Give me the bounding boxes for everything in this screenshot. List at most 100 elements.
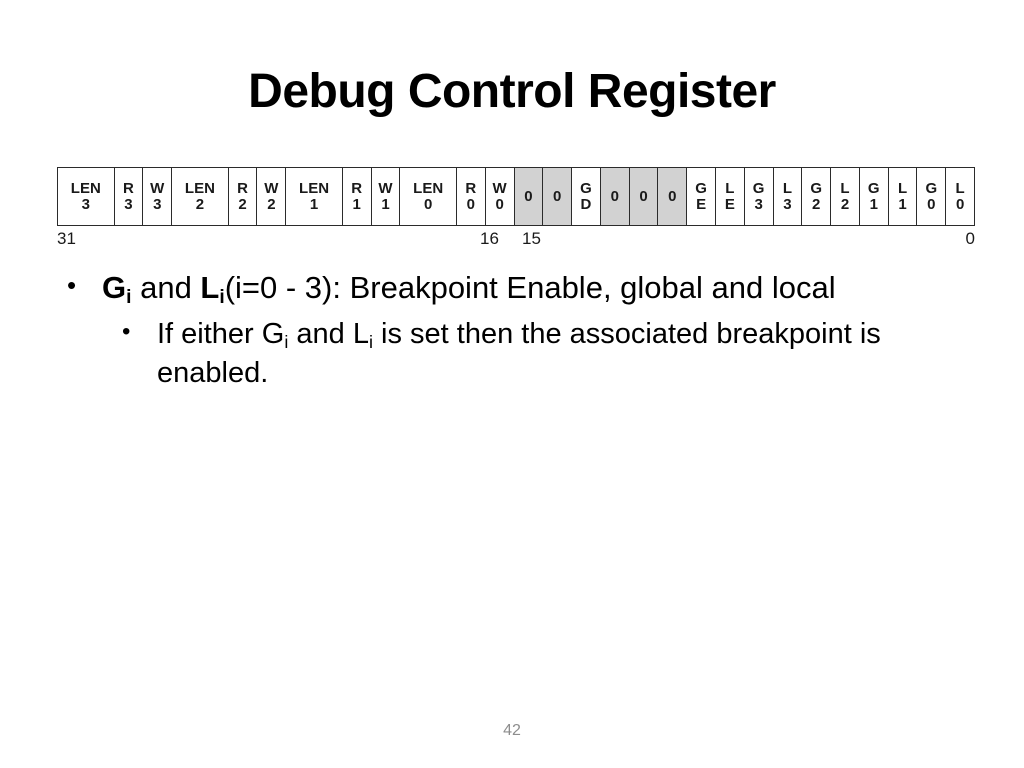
bit-index-0: 0 bbox=[965, 229, 975, 248]
bit-index-16: 16 bbox=[480, 229, 499, 248]
bitfield-0-16: 0 bbox=[629, 168, 659, 225]
bitfield-label-secondary: 0 bbox=[927, 195, 936, 213]
bitfield-label-secondary: 3 bbox=[783, 195, 792, 213]
bitfield-label-secondary: 0 bbox=[466, 195, 475, 213]
bullet-l1-sub-i-2: i bbox=[219, 287, 225, 309]
bitfield-0-13: 0 bbox=[543, 168, 573, 225]
bullet-marker-icon: • bbox=[122, 317, 131, 345]
bitfield-label-primary: L bbox=[725, 180, 735, 198]
bullet-l2-sub-i-2: i bbox=[368, 331, 373, 352]
page-title: Debug Control Register bbox=[248, 65, 776, 118]
bitfield-label-primary: L bbox=[897, 180, 908, 198]
bullet-l1-mid: and bbox=[131, 270, 201, 305]
bitfield-label-secondary: E bbox=[696, 195, 707, 213]
bullet-l1-rest: (i=0 - 3): Breakpoint Enable, global and… bbox=[224, 270, 836, 305]
bullet-l2-part3: is set then the associated breakpoint is… bbox=[157, 317, 881, 390]
bitfield-label-primary: G bbox=[695, 180, 707, 198]
bitfield-label-secondary: 0 bbox=[423, 195, 433, 213]
bitfield-label-primary: LEN bbox=[299, 180, 330, 198]
bitfield-label-primary: L bbox=[840, 180, 850, 198]
bitfield-label-secondary: 3 bbox=[124, 195, 133, 213]
bitfield-label-secondary: 1 bbox=[898, 195, 907, 213]
bit-index-ruler: 31 16 15 0 bbox=[57, 229, 975, 255]
bitfield-label-primary: L bbox=[955, 180, 965, 198]
bitfield-label-primary: G bbox=[810, 180, 823, 198]
bullet-level1-text: Gi and Li(i=0 - 3): Breakpoint Enable, g… bbox=[102, 270, 836, 309]
bitfield-label-secondary: 3 bbox=[754, 195, 763, 213]
bitfield-label-primary: LEN bbox=[184, 180, 215, 198]
bitfield-label-primary: LEN bbox=[70, 180, 101, 198]
body-content: • Gi and Li(i=0 - 3): Breakpoint Enable,… bbox=[57, 268, 967, 393]
bitfield-label-secondary: 2 bbox=[238, 195, 247, 213]
bitfield-0-15: 0 bbox=[600, 168, 630, 225]
bitfield-label-primary: LEN bbox=[413, 180, 444, 198]
bitfield-label-secondary: 1 bbox=[869, 195, 878, 213]
bullet-l1-sub-i-1: i bbox=[126, 287, 132, 309]
bullet-level2-text: If either Gi and Li is set then the asso… bbox=[157, 318, 881, 389]
bitfield-label-primary: 0 bbox=[668, 187, 677, 205]
bitfield-label-secondary: 2 bbox=[195, 195, 205, 213]
bitfield-label-secondary: 0 bbox=[495, 195, 504, 213]
bullet-level1: • Gi and Li(i=0 - 3): Breakpoint Enable,… bbox=[57, 268, 967, 309]
bitfield-label-primary: 0 bbox=[553, 187, 562, 205]
bitfield-label-primary: R bbox=[237, 180, 248, 198]
bitfield-label-primary: R bbox=[351, 180, 363, 198]
bitfield-label-secondary: 3 bbox=[153, 195, 162, 213]
bitfield-label-secondary: 2 bbox=[840, 195, 850, 213]
bullet-level2: • If either Gi and Li is set then the as… bbox=[112, 315, 967, 393]
bitfield-0-12: 0 bbox=[514, 168, 544, 225]
bitfield-label-secondary: 0 bbox=[955, 195, 965, 213]
bitfield-label-secondary: E bbox=[724, 195, 735, 213]
bullet-l1-bold-l: L bbox=[200, 270, 220, 305]
bit-index-31: 31 bbox=[57, 229, 76, 248]
bitfield-label-primary: W bbox=[492, 180, 507, 198]
bit-index-15: 15 bbox=[522, 229, 541, 248]
bitfield-label-primary: W bbox=[378, 180, 393, 198]
bitfield-label-secondary: 1 bbox=[352, 195, 361, 213]
bitfield-label-primary: 0 bbox=[639, 187, 648, 205]
bitfield-label-primary: R bbox=[123, 180, 134, 198]
bitfield-label-secondary: 2 bbox=[267, 195, 276, 213]
bitfield-label-primary: G bbox=[752, 180, 765, 198]
bitfield-label-primary: W bbox=[264, 180, 279, 198]
bitfield-label-primary: R bbox=[465, 180, 477, 198]
bitfield-label-secondary: 2 bbox=[812, 195, 821, 213]
bitfield-label-secondary: 1 bbox=[309, 195, 319, 213]
bitfield-label-secondary: 3 bbox=[81, 195, 90, 213]
bitfield-label-primary: G bbox=[580, 180, 592, 198]
bullet-l2-part1: If either G bbox=[157, 317, 285, 350]
bullet-l2-part2: and L bbox=[288, 317, 369, 350]
bitfield-label-secondary: 1 bbox=[381, 195, 390, 213]
bitfield-label-primary: 0 bbox=[524, 187, 533, 205]
bitfield-label-secondary: D bbox=[580, 195, 592, 213]
bitfield-label-primary: L bbox=[782, 180, 792, 198]
bullet-marker-icon: • bbox=[67, 270, 77, 300]
bitfield-label-primary: 0 bbox=[610, 187, 619, 205]
bitfield-label-primary: G bbox=[867, 180, 880, 198]
bitfield-label-primary: W bbox=[150, 180, 165, 198]
